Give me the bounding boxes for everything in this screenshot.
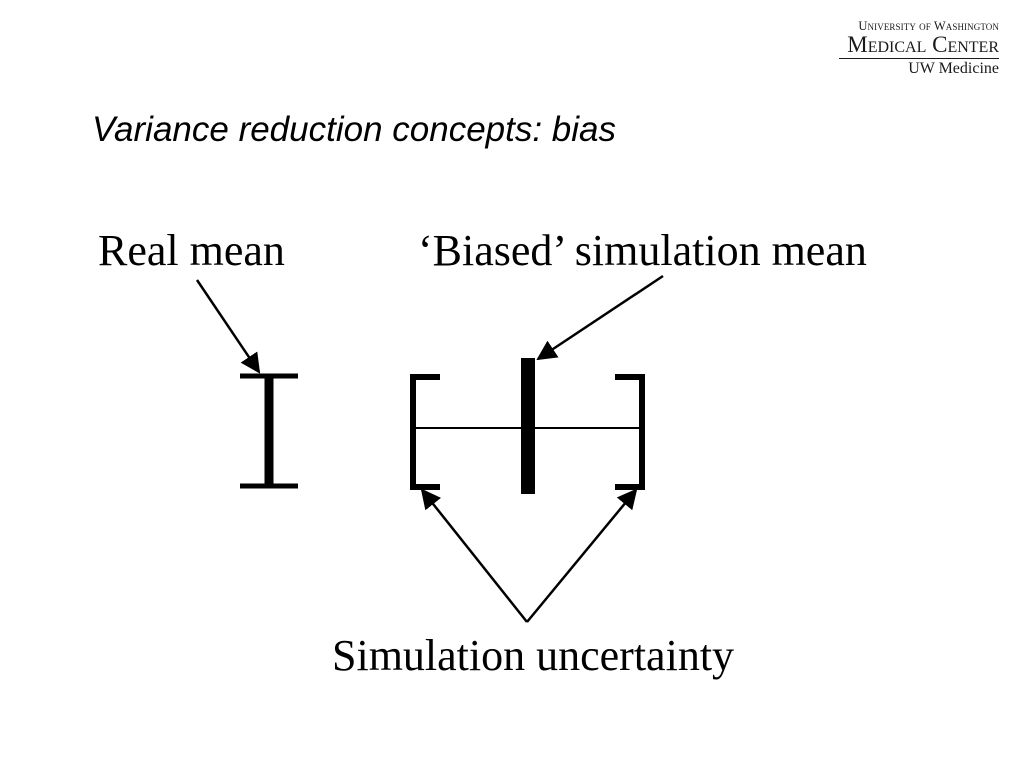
- real-mean-marker: [240, 373, 298, 489]
- uw-medicine-logo: University of Washington Medical Center …: [839, 19, 999, 78]
- biased-mean-arrow: [536, 274, 664, 361]
- simulation-interval: [410, 358, 645, 494]
- left-bracket: [410, 374, 440, 490]
- uncertainty-arrow-right: [526, 488, 638, 623]
- real-mean-label: Real mean: [98, 226, 285, 275]
- logo-medical-center-text: Medical Center: [839, 32, 999, 60]
- slide-title: Variance reduction concepts: bias: [92, 110, 617, 149]
- logo-university-text: University of Washington: [858, 19, 999, 33]
- right-bracket: [615, 374, 645, 490]
- uncertainty-arrow-left: [420, 488, 528, 623]
- biased-mean-label: ‘Biased’ simulation mean: [418, 226, 867, 275]
- logo-uw-medicine-text: UW Medicine: [908, 60, 999, 78]
- real-mean-arrow: [195, 279, 261, 374]
- uncertainty-label: Simulation uncertainty: [332, 631, 734, 680]
